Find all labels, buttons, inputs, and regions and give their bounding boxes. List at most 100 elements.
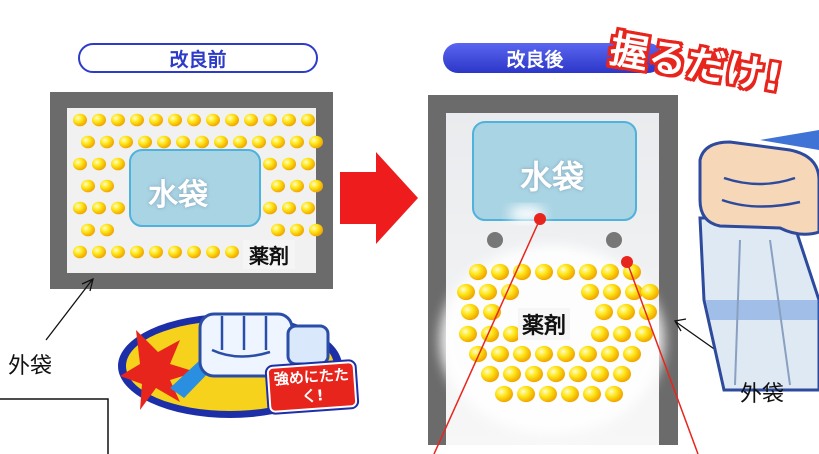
chemical-bead [535, 263, 553, 281]
chemical-bead [130, 245, 144, 259]
chemical-bead [513, 345, 531, 363]
chemical-bead [263, 113, 277, 127]
bracket-line [0, 398, 109, 454]
chemical-bead [569, 365, 587, 383]
chemical-bead [481, 365, 499, 383]
chemical-bead [149, 245, 163, 259]
chemical-bead [111, 113, 125, 127]
chemical-bead [613, 365, 631, 383]
chemical-bead [282, 113, 296, 127]
chemical-bead [73, 157, 87, 171]
chemical-bead [100, 223, 114, 237]
chemical-bead [73, 113, 87, 127]
chemical-bead [601, 345, 619, 363]
after-hole-right [606, 232, 622, 248]
chemical-bead [605, 385, 623, 403]
chemical-bead [187, 245, 201, 259]
chemical-bead [290, 223, 304, 237]
chemical-bead [187, 113, 201, 127]
chemical-bead [111, 201, 125, 215]
after-pointer-left [433, 218, 541, 454]
after-water-bag [472, 121, 637, 221]
chemical-bead [301, 201, 315, 215]
before-outer-bag-pointer [45, 279, 93, 341]
chemical-bead [301, 157, 315, 171]
chemical-bead [92, 201, 106, 215]
chemical-bead [557, 345, 575, 363]
chemical-bead [525, 365, 543, 383]
chemical-bead [561, 385, 579, 403]
chemical-bead [601, 263, 619, 281]
before-water-bag-label: 水袋 [148, 178, 208, 213]
chemical-bead [583, 385, 601, 403]
chemical-bead [263, 201, 277, 215]
chemical-bead [233, 135, 247, 149]
chemical-bead [81, 223, 95, 237]
chemical-bead [92, 113, 106, 127]
tap-badge: 強めにたたく! [266, 360, 358, 414]
chemical-bead [263, 157, 277, 171]
chemical-bead [459, 325, 477, 343]
chemical-bead [517, 385, 535, 403]
chemical-bead [168, 245, 182, 259]
chemical-bead [252, 135, 266, 149]
chemical-bead [479, 283, 497, 301]
right-arrow-icon [340, 152, 418, 244]
after-hole-left [487, 232, 503, 248]
chemical-bead [81, 135, 95, 149]
chemical-bead [214, 135, 228, 149]
chemical-bead [539, 385, 557, 403]
chemical-bead [641, 283, 659, 301]
chemical-bead [73, 245, 87, 259]
chemical-bead [595, 303, 613, 321]
before-title: 改良前 [169, 48, 227, 71]
after-water-bag-label: 水袋 [520, 158, 585, 196]
after-title-pill: 改良後 [443, 43, 663, 73]
chemical-bead [130, 113, 144, 127]
chemical-bead [461, 303, 479, 321]
chemical-bead [271, 179, 285, 193]
chemical-bead [176, 135, 190, 149]
chemical-bead [309, 223, 323, 237]
chemical-bead [491, 345, 509, 363]
chemical-bead [603, 283, 621, 301]
chemical-bead [309, 135, 323, 149]
chemical-bead [149, 113, 163, 127]
chemical-bead [491, 263, 509, 281]
after-pointer-right [626, 261, 699, 454]
chemical-bead [503, 325, 521, 343]
chemical-bead [73, 201, 87, 215]
chemical-bead [591, 365, 609, 383]
before-outer-bag-label: 外袋 [8, 354, 53, 379]
chemical-bead [282, 157, 296, 171]
chemical-bead [535, 345, 553, 363]
chemical-bead [225, 245, 239, 259]
chemical-bead [623, 345, 641, 363]
chemical-bead [81, 179, 95, 193]
chemical-bead [579, 345, 597, 363]
chemical-bead [92, 157, 106, 171]
chemical-bead [244, 113, 258, 127]
chemical-bead [469, 345, 487, 363]
chemical-bead [290, 135, 304, 149]
chemical-bead [119, 135, 133, 149]
after-package [428, 95, 699, 454]
chemical-bead [195, 135, 209, 149]
chemical-bead [457, 283, 475, 301]
chemical-bead [157, 135, 171, 149]
chemical-bead [613, 325, 631, 343]
chemical-bead [92, 245, 106, 259]
chemical-bead [617, 303, 635, 321]
after-chemical-label: 薬剤 [518, 308, 571, 340]
chemical-bead [100, 135, 114, 149]
chemical-bead [168, 113, 182, 127]
chemical-bead [557, 263, 575, 281]
chemical-bead [469, 263, 487, 281]
chemical-bead [111, 157, 125, 171]
chemical-bead [282, 201, 296, 215]
chemical-bead [547, 365, 565, 383]
chemical-bead [271, 223, 285, 237]
chemical-bead [100, 179, 114, 193]
chemical-bead [591, 325, 609, 343]
chemical-bead [206, 245, 220, 259]
